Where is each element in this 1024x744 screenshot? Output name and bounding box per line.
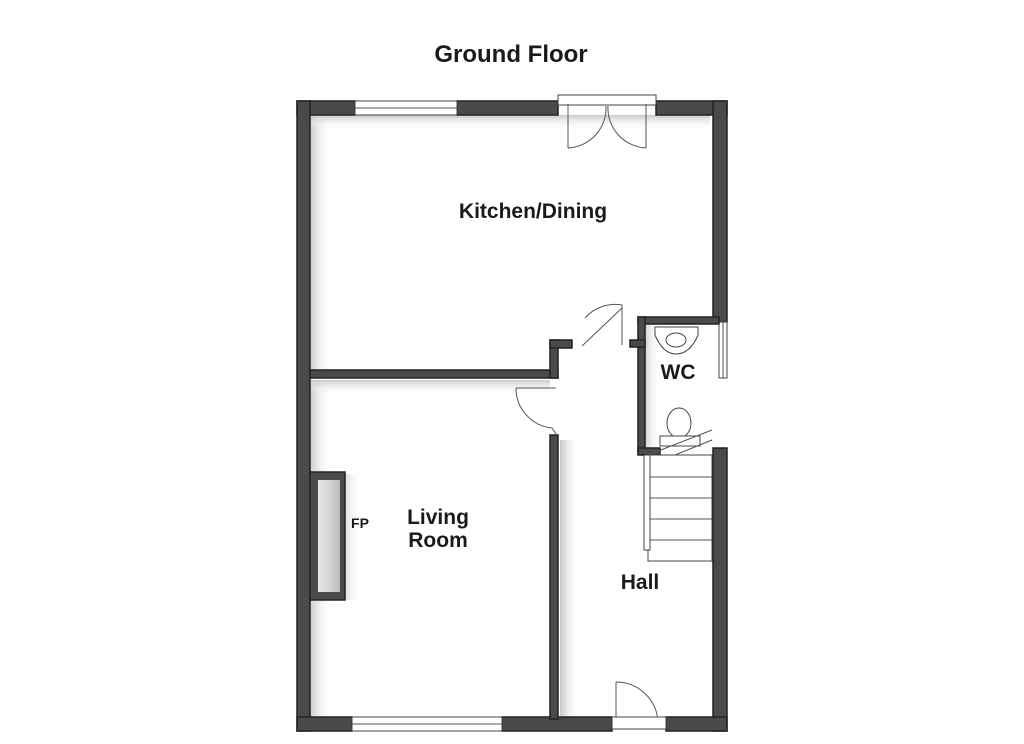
staircase: [643, 429, 713, 562]
kitchen-dining-label: Kitchen/Dining: [459, 200, 607, 223]
wc-label: WC: [661, 361, 696, 384]
living-room-label-line2: Room: [408, 529, 468, 552]
internal-walls: [309, 316, 720, 720]
outer-walls: [296, 100, 728, 732]
windows: [351, 100, 728, 732]
fireplace-label: FP: [351, 515, 369, 531]
fireplace: [309, 471, 346, 601]
living-room-label-line1: Living: [407, 506, 469, 529]
wc-fixtures: [654, 326, 701, 447]
hall-label: Hall: [621, 571, 660, 594]
page-title: Ground Floor: [434, 41, 587, 68]
doors: [515, 94, 667, 730]
